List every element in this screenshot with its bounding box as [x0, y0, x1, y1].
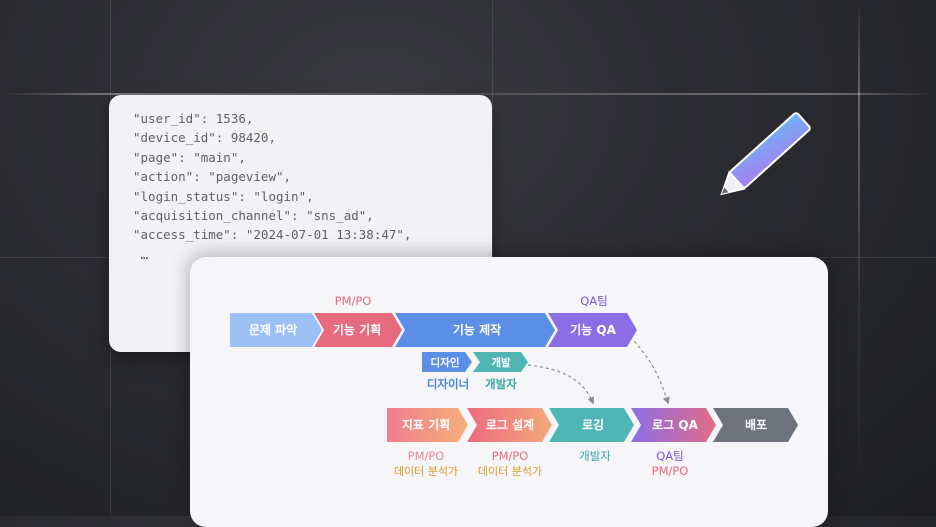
step-feature-qa — [548, 313, 637, 347]
code-line: "page": "main", — [133, 149, 246, 165]
connector-arrow — [629, 336, 670, 405]
code-snippet: "user_id": 1536, "device_id": 98420, "page… — [133, 109, 411, 264]
step-log-design — [467, 408, 552, 442]
owner-label: PM/PO — [408, 449, 445, 463]
substep-design — [422, 352, 472, 372]
step-problem-definition — [230, 313, 322, 347]
step-log-qa — [631, 408, 716, 442]
background-grid-highlight — [0, 93, 936, 95]
code-line: "login_status": "login", — [133, 188, 314, 204]
step-feature-planning — [314, 313, 402, 347]
step-label: 문제 파악 — [249, 322, 297, 337]
step-label: 로그 QA — [652, 418, 698, 432]
code-line: "user_id": 1536, — [133, 111, 254, 126]
connector-arrow — [527, 364, 595, 405]
step-label: 로그 설계 — [486, 417, 534, 432]
pencil-icon — [720, 112, 811, 196]
owner-label: PM/PO — [652, 464, 689, 478]
step-feature-build — [395, 313, 555, 347]
owner-label: 데이터 분석가 — [478, 465, 542, 478]
owner-label: QA팀 — [580, 294, 608, 308]
step-label: 로깅 — [582, 418, 604, 432]
owner-label: 디자이너 — [427, 377, 469, 391]
substep-label: 디자인 — [431, 356, 460, 369]
process-diagram: 문제 파악 기능 기획 기능 제작 기능 QA PM/PO QA팀 디자인 개발… — [230, 294, 798, 478]
step-label: 기능 제작 — [453, 322, 501, 337]
owner-label: 데이터 분석가 — [394, 465, 458, 478]
code-line: … — [133, 246, 149, 262]
code-line: "device_id": 98420, — [133, 130, 276, 146]
owner-label: PM/PO — [335, 294, 372, 308]
code-line: "action": "pageview", — [133, 169, 292, 185]
code-line: "acquisition_channel": "sns_ad", — [133, 208, 374, 224]
step-metric-planning — [387, 408, 468, 442]
step-logging — [549, 408, 634, 442]
owner-label: 개발자 — [579, 449, 611, 463]
owner-label: PM/PO — [492, 449, 529, 463]
owner-label: 개발자 — [485, 377, 517, 391]
substep-label: 개발 — [491, 356, 511, 369]
process-diagram-card: 문제 파악 기능 기획 기능 제작 기능 QA PM/PO QA팀 디자인 개발… — [190, 257, 828, 527]
owner-label: QA팀 — [656, 449, 684, 463]
background-grid-highlight — [858, 0, 860, 516]
step-label: 기능 QA — [570, 322, 616, 337]
code-line: "access_time": "2024-07-01 13:38:47", — [133, 227, 412, 243]
step-label: 지표 기획 — [402, 417, 450, 432]
step-label: 배포 — [745, 417, 767, 432]
substep-dev — [473, 352, 528, 372]
step-label: 기능 기획 — [333, 322, 381, 337]
step-deploy — [713, 408, 798, 442]
